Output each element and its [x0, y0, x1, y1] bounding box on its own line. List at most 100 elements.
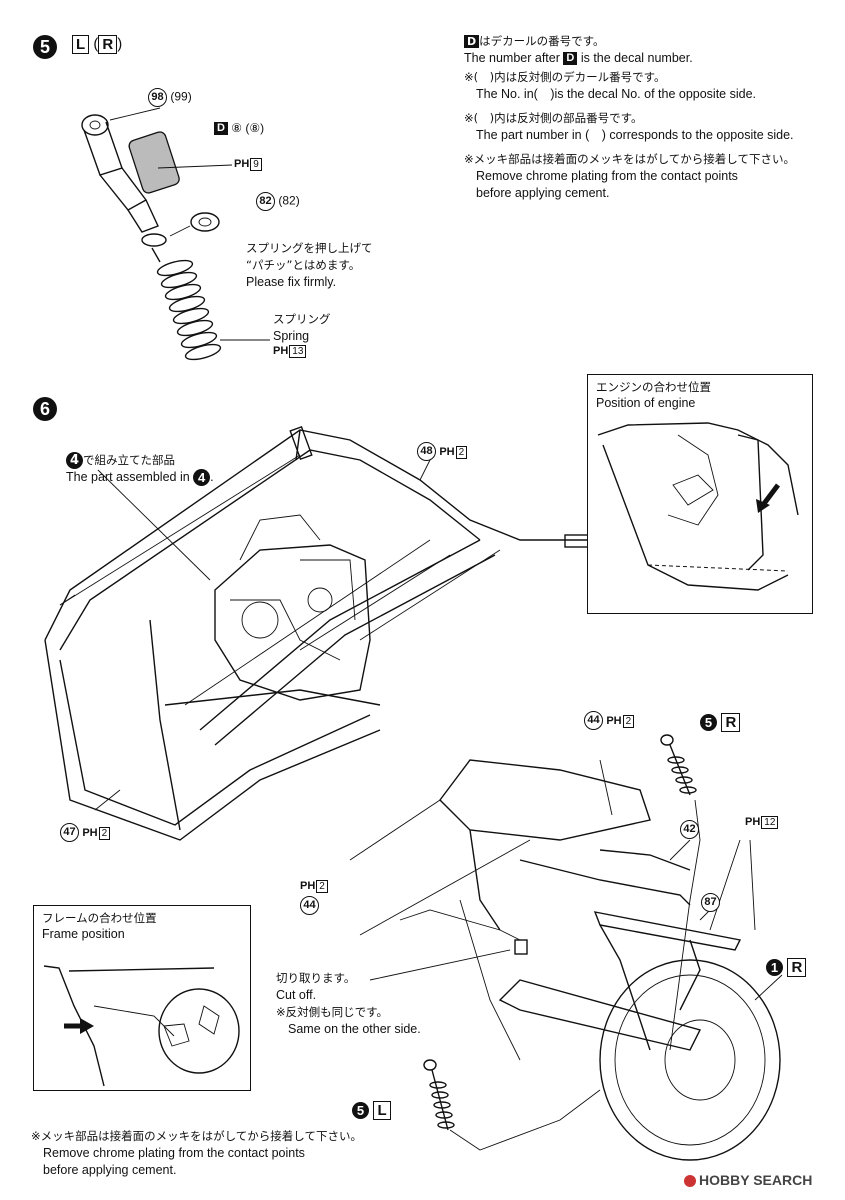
assembled-en: The part assembled in 4. — [66, 469, 214, 487]
spring-fit-note: スプリングを押し上げて “パチッ”とはめます。 Please fix firml… — [246, 240, 373, 291]
decal-letter: D — [214, 122, 228, 136]
bottom-chrome-note: ※メッキ部品は接着面のメッキをはがしてから接着して下さい。 Remove chr… — [31, 1128, 362, 1179]
part-98-label: 98 (99) — [148, 88, 192, 107]
spring-fit-en: Please fix firmly. — [246, 275, 337, 289]
engine-position-inset: エンジンの合わせ位置 Position of engine — [587, 374, 813, 614]
ph-prefix: PH — [300, 880, 316, 892]
part-82-number: 82 — [256, 192, 275, 211]
opp-part-en: The part number in ( ) corresponds to th… — [476, 128, 794, 142]
frame-drawing-top — [44, 425, 600, 841]
part-82-label: 82 (82) — [256, 192, 300, 211]
part-44-number: 44 — [584, 711, 603, 730]
decal-8-label: D ⑧ (⑧) — [214, 121, 265, 136]
ref-5r-label: 5 R — [700, 713, 741, 732]
part-42-number: 42 — [680, 820, 699, 839]
frame-box-jp: フレームの合わせ位置 — [42, 911, 157, 925]
ph-2-number: 2 — [316, 880, 328, 893]
chrome-note-en1: Remove chrome plating from the contact p… — [476, 169, 738, 183]
assembled-jp-text: で組み立てた部品 — [83, 453, 175, 467]
left-side-letter: L — [373, 1101, 391, 1120]
ref-1r-label: 1 R — [766, 958, 807, 977]
shock-absorber-drawing — [81, 107, 270, 361]
engine-box-jp: エンジンの合わせ位置 — [596, 380, 711, 394]
step-4-ref: 4 — [66, 452, 83, 469]
decal-note-jp-text: はデカールの番号です。 — [479, 34, 605, 48]
part-98-number: 98 — [148, 88, 167, 107]
ph-prefix: PH — [82, 826, 98, 839]
cutoff-en: Cut off. — [276, 988, 317, 1002]
decal-note-en: The number after D is the decal number. — [464, 50, 795, 67]
ph-prefix: PH — [273, 345, 289, 357]
ph-prefix: PH — [745, 816, 761, 828]
opp-decal-jp: ※( )内は反対側のデカール番号です。 — [464, 70, 666, 84]
step-6-badge: 6 — [33, 397, 57, 421]
part-87-label: 87 — [701, 893, 720, 912]
part-87-number: 87 — [701, 893, 720, 912]
left-side-letter: L — [72, 35, 90, 54]
frame-box-en: Frame position — [42, 927, 125, 941]
spring-fit-jp-line2: “パチッ”とはめます。 — [246, 258, 361, 272]
step-5-ref: 5 — [700, 714, 717, 731]
right-side-letter: R — [98, 35, 118, 54]
cut-off-note: 切り取ります。 Cut off. ※反対側も同じです。 Same on the … — [276, 970, 421, 1038]
step-1-ref: 1 — [766, 959, 783, 976]
right-side-letter: R — [721, 713, 741, 732]
part-48-number: 48 — [417, 442, 436, 461]
decal-letter: D — [563, 52, 578, 66]
bottom-chrome-en1: Remove chrome plating from the contact p… — [43, 1146, 305, 1160]
same-side-jp: ※反対側も同じです。 — [276, 1005, 388, 1019]
assembled-en-text: The part assembled in — [66, 470, 190, 484]
paren-open: ( — [93, 35, 99, 53]
engine-box-en: Position of engine — [596, 396, 696, 410]
spring-fit-jp-line1: スプリングを押し上げて — [246, 241, 373, 255]
ph-9-number: 9 — [250, 158, 262, 171]
bottom-chrome-jp: ※メッキ部品は接着面のメッキをはがしてから接着して下さい。 — [31, 1129, 362, 1143]
ph-prefix: PH — [234, 158, 250, 170]
chrome-note-jp: ※メッキ部品は接着面のメッキをはがしてから接着して下さい。 — [464, 152, 795, 166]
opp-part-jp: ※( )内は反対側の部品番号です。 — [464, 111, 643, 125]
step-5-side-labels: L (R) — [72, 35, 122, 54]
part-82-opposite: (82) — [278, 193, 300, 208]
chrome-note-en2: before applying cement. — [476, 186, 610, 200]
opp-decal-en: The No. in( )is the decal No. of the opp… — [476, 87, 757, 101]
ph-2-number: 2 — [622, 714, 635, 728]
ph-prefix: PH — [606, 714, 622, 727]
ph-2-number: 2 — [455, 445, 468, 459]
part-47-number: 47 — [60, 823, 79, 842]
watermark-icon — [684, 1175, 696, 1188]
ph-13-number: 13 — [289, 345, 307, 358]
spring-jp: スプリング — [273, 312, 331, 326]
ph-prefix: PH — [439, 445, 455, 458]
paren-close: ) — [117, 35, 123, 53]
part-44-number: 44 — [300, 896, 319, 915]
decal-letter: D — [464, 35, 480, 48]
same-side-en: Same on the other side. — [288, 1022, 421, 1036]
step-5-ref: 5 — [352, 1102, 369, 1119]
cutoff-jp: 切り取ります。 — [276, 971, 356, 985]
step-5-badge: 5 — [33, 35, 57, 59]
step-4-ref: 4 — [193, 469, 211, 487]
frame-position-inset: フレームの合わせ位置 Frame position — [33, 905, 251, 1091]
part-99-number: (99) — [170, 89, 192, 104]
rear-drawing-bottom — [349, 734, 783, 1161]
hobby-search-watermark: HOBBY SEARCH — [684, 1172, 812, 1188]
part-42-label: 42 — [680, 820, 699, 839]
ph-2-number: 2 — [98, 826, 111, 840]
ph-12-number: 12 — [761, 816, 779, 829]
decal-8-numbers: ⑧ (⑧) — [231, 121, 265, 135]
decal-note-en-pre: The number after — [464, 51, 560, 65]
bottom-chrome-en2: before applying cement. — [43, 1163, 177, 1177]
spring-en: Spring — [273, 329, 310, 343]
